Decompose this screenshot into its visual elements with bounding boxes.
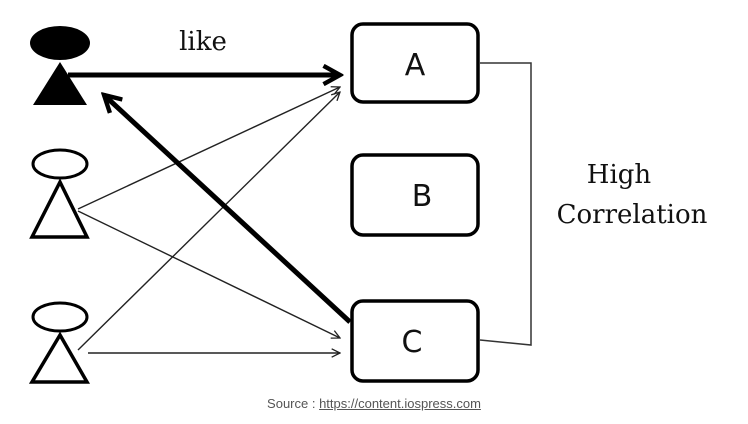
source-caption: Source : https://content.iospress.com xyxy=(0,396,748,411)
recommendation-diagram: A B C like High Correlation xyxy=(28,22,708,384)
user-3-outline-icon xyxy=(28,301,91,384)
correlation-bracket xyxy=(479,62,532,346)
correlation-label-line1: High xyxy=(587,160,652,190)
source-link[interactable]: https://content.iospress.com xyxy=(319,396,481,411)
item-label-b: B xyxy=(412,179,433,214)
edge-user3-to-a xyxy=(77,92,340,351)
item-box-c: C xyxy=(350,299,480,383)
edge-user2-to-a xyxy=(77,87,340,210)
edge-c-to-user1 xyxy=(104,95,352,324)
item-box-a: A xyxy=(350,22,480,104)
item-label-a: A xyxy=(405,48,426,83)
item-box-b: B xyxy=(350,153,480,237)
edge-label-like: like xyxy=(179,27,227,57)
user-2-outline-icon xyxy=(29,148,90,239)
source-prefix: Source : xyxy=(267,396,320,411)
correlation-label-line2: Correlation xyxy=(557,200,708,230)
edge-user2-to-c xyxy=(77,210,340,338)
item-label-c: C xyxy=(402,325,423,360)
user-1-filled-icon xyxy=(30,26,90,105)
